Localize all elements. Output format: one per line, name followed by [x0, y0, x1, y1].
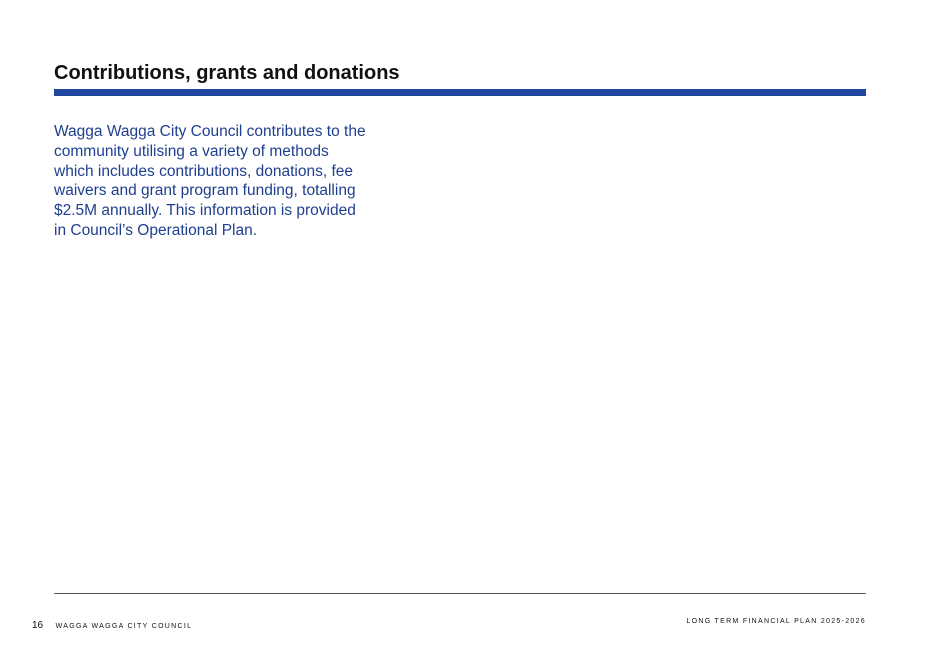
footer-left: 16 WAGGA WAGGA CITY COUNCIL: [32, 615, 192, 633]
footer-divider: [54, 593, 866, 594]
page-title: Contributions, grants and donations: [54, 62, 400, 84]
page-number: 16: [32, 620, 44, 631]
title-underline-rule: [54, 89, 866, 96]
footer-document-title: LONG TERM FINANCIAL PLAN 2025-2026: [686, 618, 866, 625]
body-paragraph: Wagga Wagga City Council contributes to …: [54, 123, 366, 239]
footer-organization: WAGGA WAGGA CITY COUNCIL: [55, 623, 193, 630]
